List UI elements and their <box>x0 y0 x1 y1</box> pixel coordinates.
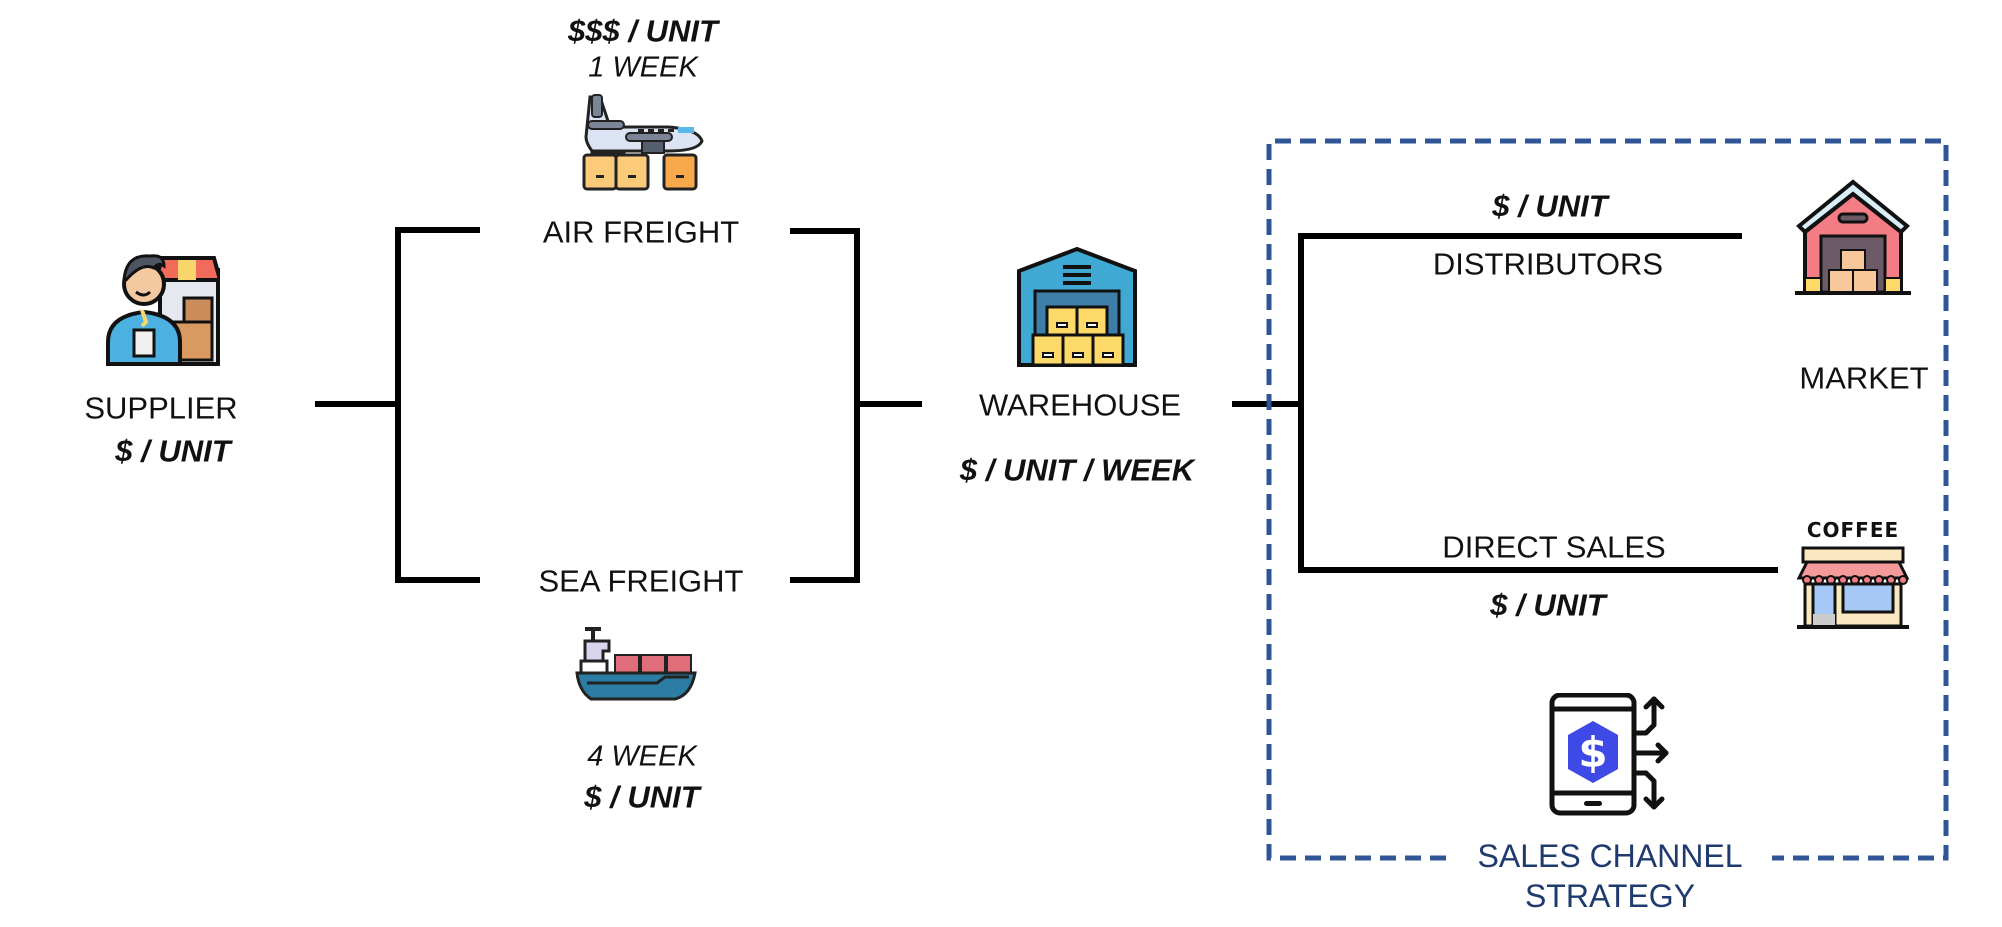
warehouse-label: WAREHOUSE <box>978 387 1182 423</box>
distributors-label: DISTRIBUTORS <box>1432 246 1664 282</box>
sea-freight-label: SEA FREIGHT <box>538 563 744 599</box>
supplier-label: SUPPLIER <box>84 390 238 426</box>
warehouse-cost: $ / UNIT / WEEK <box>959 452 1195 488</box>
channel-bracket <box>1298 233 1778 573</box>
sales-channel-line1: SALES CHANNEL <box>1477 838 1743 874</box>
sea-freight-cost: $ / UNIT <box>584 779 700 815</box>
air-freight-label: AIR FREIGHT <box>542 214 740 250</box>
sales-channel-line2: STRATEGY <box>1524 878 1696 914</box>
market-label: MARKET <box>1799 360 1929 396</box>
coffee-shop-icon: COFFEE <box>1793 518 1913 630</box>
coffee-shop-sign: COFFEE <box>1806 518 1900 542</box>
distributors-cost: $ / UNIT <box>1492 188 1608 224</box>
sea-freight-lead-time: 4 WEEK <box>587 740 697 773</box>
direct-sales-label: DIRECT SALES <box>1442 529 1666 565</box>
sales-channel-strategy-label: SALES CHANNEL STRATEGY <box>1478 836 1743 916</box>
airplane-cargo-icon <box>582 93 706 193</box>
supplier-icon <box>102 250 223 368</box>
air-freight-cost: $$$ / UNIT <box>568 13 718 49</box>
right-bracket <box>790 228 860 583</box>
left-bracket <box>395 227 480 583</box>
warehouse-icon <box>1017 246 1137 367</box>
air-freight-lead-time: 1 WEEK <box>588 51 698 84</box>
supplier-cost: $ / UNIT <box>115 433 231 469</box>
svg-text:$: $ <box>1578 728 1607 777</box>
mobile-payment-icon: $ <box>1548 692 1672 817</box>
direct-sales-cost: $ / UNIT <box>1490 587 1606 623</box>
sales-channel-box <box>1266 138 1949 861</box>
market-store-icon <box>1793 178 1913 296</box>
cargo-ship-icon <box>575 625 699 705</box>
